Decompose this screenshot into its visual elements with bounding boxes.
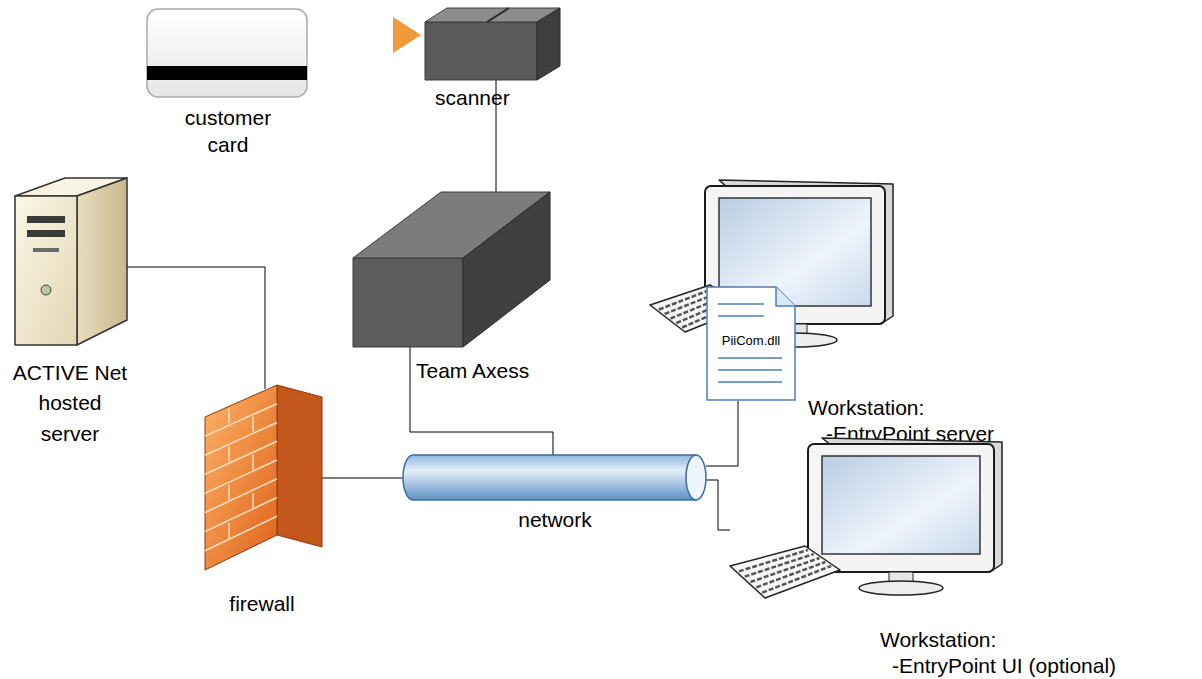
- node-label: firewall: [202, 590, 322, 617]
- node-label: Workstation:: [880, 626, 996, 653]
- pipe-end: [686, 455, 706, 500]
- brick-course: [205, 516, 277, 550]
- node-label: customer card: [168, 104, 288, 159]
- network-node: network: [403, 455, 706, 500]
- brick-course: [205, 441, 277, 474]
- brick-joint: [228, 447, 230, 462]
- brick-joint: [252, 417, 254, 432]
- brick-course: [205, 423, 277, 456]
- brick-joint: [228, 408, 230, 423]
- node-illustration: [146, 8, 308, 98]
- document-text-line: [718, 357, 782, 359]
- drive-bay: [27, 216, 65, 223]
- power-button: [41, 285, 51, 295]
- document-fold: [776, 287, 795, 306]
- firewall-side: [277, 385, 322, 547]
- server-node: ACTIVE Net hosted server: [15, 178, 127, 346]
- connector-line: [410, 347, 553, 455]
- node-illustration: [15, 178, 127, 346]
- node-label: Workstation:: [808, 394, 924, 421]
- connector-line: [127, 267, 265, 389]
- scanner-node: scanner: [425, 8, 560, 80]
- brick-joint: [228, 523, 230, 538]
- node-label: Team Axess: [416, 357, 529, 384]
- connector-line: [322, 28, 393, 42]
- keyboard-key-row: [756, 562, 825, 587]
- document-sheet: [707, 287, 795, 400]
- controller-front: [353, 258, 463, 347]
- workstation-node: Workstation:-EntryPoint UI (optional): [730, 438, 1005, 603]
- keyboard-body: [730, 546, 840, 598]
- monitor-frame: [705, 186, 885, 324]
- drive-slot: [33, 248, 59, 252]
- monitor-base: [859, 581, 943, 595]
- brick-joint: [228, 485, 230, 500]
- document-text-line: [718, 369, 782, 371]
- node-illustration: [425, 8, 560, 80]
- node-illustration: [205, 385, 322, 570]
- brick-joint: [252, 455, 254, 470]
- monitor-frame: [808, 444, 994, 572]
- keyboard-key-row: [762, 566, 831, 593]
- team-axess-node: Team Axess: [353, 192, 550, 347]
- node-illustration: [353, 192, 550, 347]
- controller-side: [463, 192, 550, 347]
- magnetic-stripe: [147, 66, 307, 80]
- document-text-line: [718, 381, 782, 383]
- brick-course: [205, 498, 277, 532]
- connector-line: [322, 478, 403, 479]
- scanner-front: [425, 22, 537, 80]
- drive-bay: [27, 230, 65, 237]
- server-front: [15, 196, 77, 345]
- monitor-screen: [822, 456, 980, 554]
- document-text-line: [718, 303, 764, 305]
- card-node: customer card: [146, 8, 308, 98]
- brick-course: [205, 404, 277, 436]
- brick-course: [205, 460, 277, 493]
- server-side: [77, 178, 127, 345]
- keyboard-key-row: [751, 558, 820, 582]
- firewall-node: firewall: [205, 385, 322, 570]
- scanner-seam: [487, 8, 509, 22]
- node-label: PiiCom.dll: [706, 333, 796, 350]
- connector-line: [706, 401, 738, 466]
- brick-course: [205, 479, 277, 513]
- document-node: PiiCom.dll: [706, 286, 796, 401]
- pipe-body: [403, 455, 696, 500]
- card-body: [147, 9, 307, 97]
- document-text-line: [718, 315, 764, 317]
- firewall-front: [205, 385, 277, 570]
- node-label: ACTIVE Net hosted server: [9, 358, 131, 449]
- monitor-back: [822, 438, 1002, 572]
- node-label: network: [495, 506, 615, 533]
- node-illustration: [403, 455, 706, 500]
- node-label: scanner: [435, 84, 510, 111]
- connector-line: [706, 480, 730, 530]
- node-illustration: [730, 438, 1005, 603]
- brick-joint: [252, 493, 254, 508]
- node-label: -EntryPoint UI (optional): [892, 652, 1116, 679]
- scanner-side: [537, 8, 560, 80]
